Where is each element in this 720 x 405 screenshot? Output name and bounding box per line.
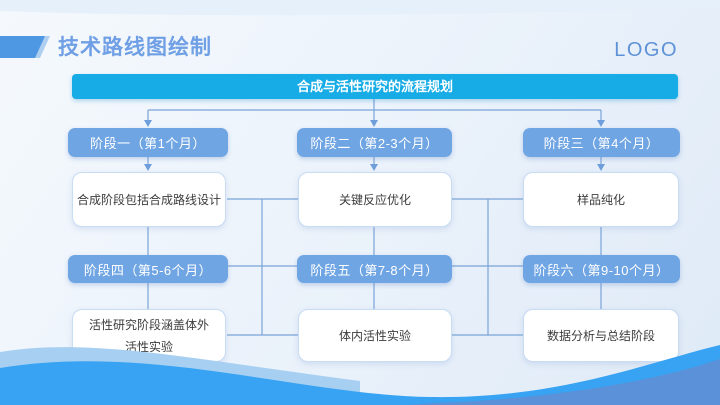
task-node-reaction-optimization[interactable]: 关键反应优化 [298, 172, 452, 227]
logo-text: LOGO [614, 39, 678, 61]
stage-node-5[interactable]: 阶段五（第7-8个月） [297, 255, 452, 283]
task-node-synthesis-design[interactable]: 合成阶段包括合成路线设计 [72, 172, 226, 227]
top-wave-decoration [0, 0, 720, 16]
task-node-invitro-activity[interactable]: 活性研究阶段涵盖体外 活性实验 [72, 309, 226, 362]
task-node-sample-purification[interactable]: 样品纯化 [523, 172, 679, 227]
flow-banner[interactable]: 合成与活性研究的流程规划 [72, 74, 678, 99]
task-node-data-analysis[interactable]: 数据分析与总结阶段 [523, 309, 679, 362]
stage-node-2[interactable]: 阶段二（第2-3个月） [297, 128, 452, 157]
stage-node-1[interactable]: 阶段一（第1个月） [68, 128, 228, 157]
task-node-invivo-activity[interactable]: 体内活性实验 [298, 309, 452, 362]
stage-node-6[interactable]: 阶段六（第9-10个月） [523, 255, 680, 283]
stage-node-4[interactable]: 阶段四（第5-6个月） [68, 255, 228, 283]
page-title: 技术路线图绘制 [58, 36, 212, 59]
title-accent-icon [0, 36, 58, 58]
accent-main-shape [0, 36, 45, 58]
stage-node-3[interactable]: 阶段三（第4个月） [523, 128, 680, 157]
